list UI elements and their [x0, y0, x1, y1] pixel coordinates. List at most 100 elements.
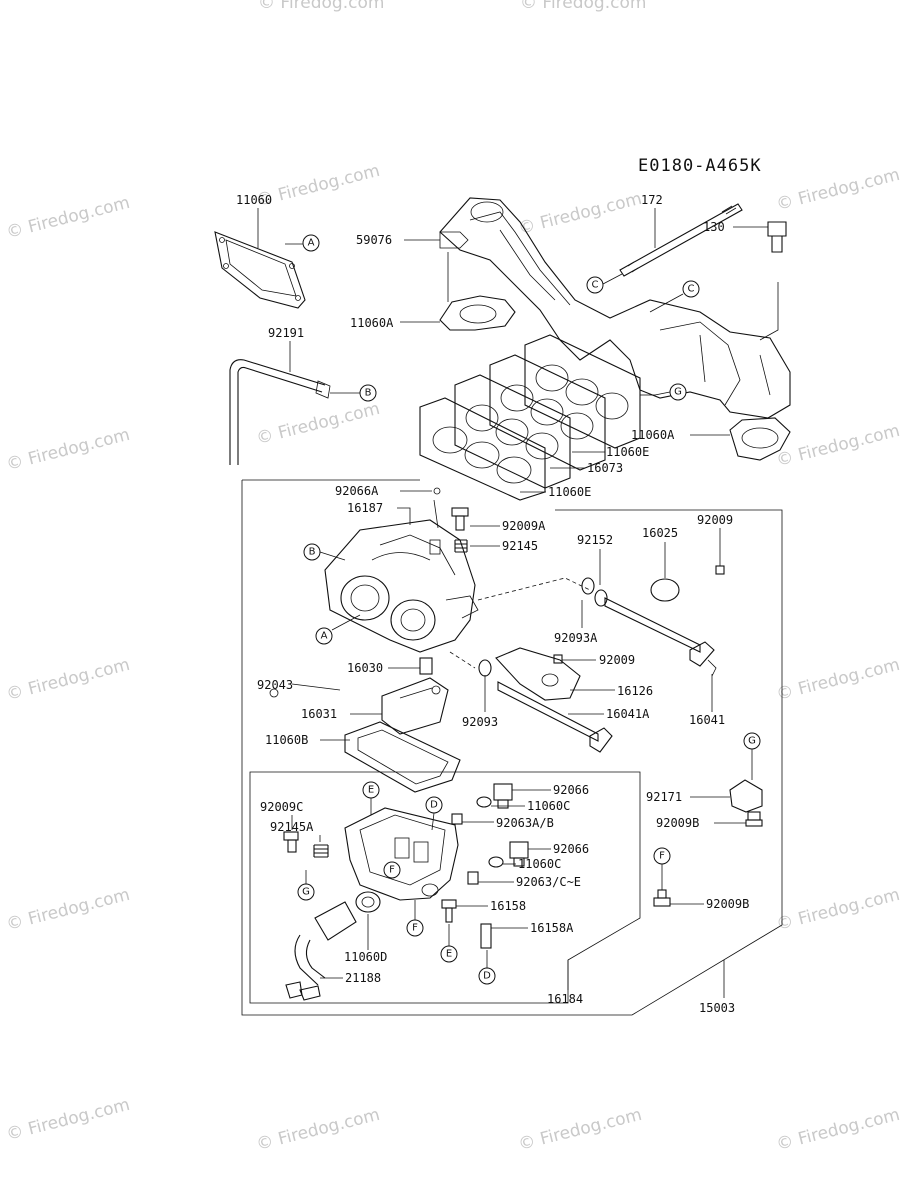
choke-plate-16025 — [650, 578, 680, 602]
ref-marker-b: B — [309, 547, 316, 558]
watermark: © Firedog.com — [254, 1105, 382, 1155]
part-label-92009c: 92009C — [260, 800, 303, 814]
part-label-16073: 16073 — [587, 461, 623, 475]
gasket-11060a-top — [439, 295, 516, 331]
part-label-172: 172 — [641, 193, 663, 207]
part-label-92066a: 92066A — [335, 484, 379, 498]
watermark: © Firedog.com — [4, 655, 132, 705]
part-label-16031: 16031 — [301, 707, 337, 721]
drain-screw-92066-a — [493, 783, 513, 809]
part-label-92063ab: 92063A/B — [496, 816, 554, 830]
part-label-16158: 16158 — [490, 899, 526, 913]
screw-92009 — [715, 565, 725, 575]
part-label-92063ce: 92063/C~E — [516, 875, 581, 889]
o-ring-11060c — [488, 856, 504, 868]
ref-marker-c: C — [688, 284, 695, 295]
ref-marker-f: F — [389, 865, 395, 876]
part-label-16041a: 16041A — [606, 707, 650, 721]
part-label-16158a: 16158A — [530, 921, 574, 935]
screw-92009a — [451, 507, 469, 531]
screw-16158 — [441, 899, 457, 923]
watermark: © Firedog.com — [254, 399, 382, 449]
watermark: © Firedog.com — [4, 885, 132, 935]
watermark: © Firedog.com — [774, 885, 902, 935]
ref-marker-e: E — [446, 949, 452, 960]
part-label-92191: 92191 — [268, 326, 304, 340]
part-label-11060b: 11060B — [265, 733, 308, 747]
part-label-92009b-b: 92009B — [706, 897, 749, 911]
part-label-16187: 16187 — [347, 501, 383, 515]
throttle-shaft-16041a — [497, 681, 613, 753]
jet-92063ab — [451, 813, 463, 825]
float-bowl — [344, 807, 459, 901]
gasket-stack — [419, 334, 641, 501]
part-label-92066-a: 92066 — [553, 783, 589, 797]
ref-marker-g: G — [748, 736, 756, 747]
part-label-11060c-b: 11060C — [518, 857, 561, 871]
watermark: © Firedog.com — [4, 1095, 132, 1145]
jet-16030 — [419, 657, 433, 675]
throttle-plate-16126 — [495, 647, 581, 701]
part-label-92009a: 92009A — [502, 519, 546, 533]
part-label-92171: 92171 — [646, 790, 682, 804]
bracket-92171 — [729, 779, 763, 813]
ref-marker-a: A — [308, 238, 315, 249]
part-label-92009-top: 92009 — [697, 513, 733, 527]
part-label-16126: 16126 — [617, 684, 653, 698]
stud-bolt-172 — [619, 203, 743, 277]
part-label-16030: 16030 — [347, 661, 383, 675]
spring-92145a — [313, 844, 329, 858]
spring-92145 — [454, 539, 468, 553]
watermark: © Firedog.com — [4, 425, 132, 475]
part-label-92145: 92145 — [502, 539, 538, 553]
ref-marker-c: C — [592, 280, 599, 291]
part-label-11060: 11060 — [236, 193, 272, 207]
part-label-16025: 16025 — [642, 526, 678, 540]
gasket-11060 — [214, 231, 306, 309]
part-label-92009-mid: 92009 — [599, 653, 635, 667]
ref-marker-b: B — [365, 388, 372, 399]
part-label-11060e-b: 11060E — [548, 485, 591, 499]
gasket-11060d — [355, 891, 381, 913]
ref-marker-d: D — [430, 800, 438, 811]
seal-92093 — [478, 659, 492, 677]
part-label-59076: 59076 — [356, 233, 392, 247]
o-ring-11060c — [476, 796, 492, 808]
part-label-92066-b: 92066 — [553, 842, 589, 856]
ref-marker-g: G — [302, 887, 310, 898]
ref-marker-f: F — [412, 923, 418, 934]
bolt-92009b — [745, 811, 763, 827]
part-label-11060a-right: 11060A — [631, 428, 675, 442]
part-label-11060d: 11060D — [344, 950, 387, 964]
part-label-11060c-a: 11060C — [527, 799, 570, 813]
watermark: © Firedog.com — [774, 1105, 902, 1155]
part-label-92145a: 92145A — [270, 820, 314, 834]
fuel-solenoid-21188 — [285, 901, 357, 1001]
part-label-92043: 92043 — [257, 678, 293, 692]
gasket-11060a-right — [729, 417, 791, 461]
bolt-130 — [767, 221, 787, 253]
gasket-11060b — [344, 721, 461, 793]
part-label-16184: 16184 — [547, 992, 583, 1006]
part-label-11060e-a: 11060E — [606, 445, 649, 459]
part-label-130: 130 — [703, 220, 725, 234]
ref-marker-f: F — [659, 851, 665, 862]
watermark: © Firedog.com — [774, 165, 902, 215]
part-label-21188: 21188 — [345, 971, 381, 985]
part-label-16041: 16041 — [689, 713, 725, 727]
jet-92063ce — [467, 871, 479, 885]
part-label-15003: 15003 — [699, 1001, 735, 1015]
part-label-92009b-a: 92009B — [656, 816, 699, 830]
float-16031 — [381, 677, 449, 735]
ref-marker-a: A — [321, 631, 328, 642]
watermark: © Firedog.com — [774, 655, 902, 705]
part-label-92152: 92152 — [577, 533, 613, 547]
screw-92009c — [283, 831, 299, 853]
intake-manifold — [439, 197, 791, 419]
part-label-92093a: 92093A — [554, 631, 598, 645]
part-label-11060a-top: 11060A — [350, 316, 394, 330]
part-label-92093: 92093 — [462, 715, 498, 729]
screw-16158a — [480, 923, 492, 949]
